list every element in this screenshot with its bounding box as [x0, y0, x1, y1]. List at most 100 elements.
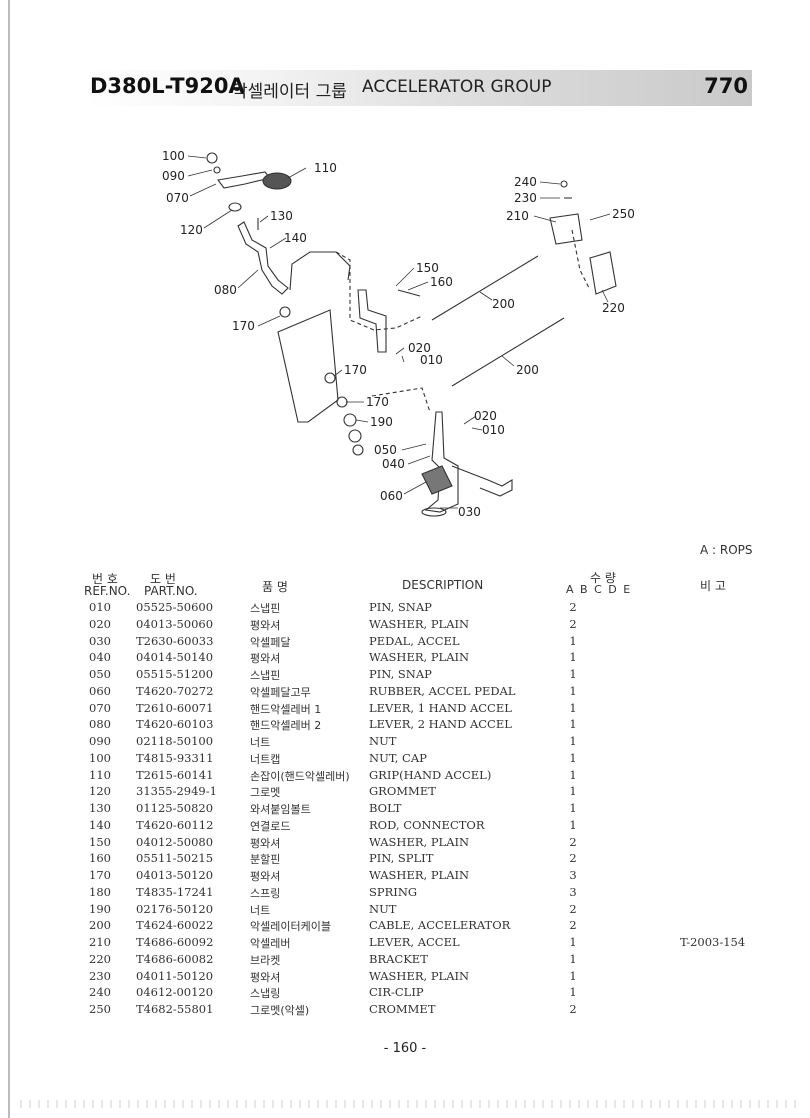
part-number: 04011-50120 — [136, 968, 214, 983]
group-page-code: 770 — [704, 74, 748, 98]
part-description: PEDAL, ACCEL — [369, 633, 460, 648]
part-description: PIN, SNAP — [369, 667, 432, 681]
part-number: 01125-50820 — [136, 801, 214, 815]
callout-label: 080 — [214, 283, 237, 297]
middle-bracket-part — [357, 289, 387, 353]
part-number: 04012-50080 — [136, 834, 214, 849]
part-name-korean: 평와셔 — [250, 652, 281, 666]
part-name-korean: 평와셔 — [250, 970, 281, 984]
nut-cap-part — [206, 152, 218, 164]
part-name-korean: 너트캡 — [250, 752, 281, 766]
callout-label: 090 — [162, 169, 185, 183]
group-title-korean: 악셀레이터 그룹 — [232, 82, 347, 102]
quantity: 3 — [569, 868, 577, 882]
quantity: 2 — [569, 834, 577, 849]
callout-label: 220 — [602, 301, 625, 315]
part-name-korean: 악셀레버 — [250, 937, 291, 950]
part-description: RUBBER, ACCEL PEDAL — [369, 683, 516, 698]
part-name-korean: 핸드악셀레버 1 — [250, 702, 322, 716]
callout-label: 020 — [408, 341, 431, 355]
part-number: T4624-60022 — [136, 918, 214, 933]
ref-number: 150 — [89, 834, 111, 849]
part-number: T2615-60141 — [136, 767, 214, 782]
part-description: PIN, SNAP — [369, 600, 432, 614]
washer-170c-part — [336, 396, 348, 408]
quantity: 2 — [569, 600, 577, 614]
part-name-korean: 평와셔 — [250, 836, 281, 850]
connector-rod-part — [289, 251, 351, 291]
washer-170b-part — [324, 372, 336, 384]
part-name-korean: 너트 — [250, 736, 271, 749]
ref-number: 080 — [89, 717, 111, 732]
pedal-rubber-part — [421, 465, 453, 495]
split-pin-part — [397, 289, 421, 297]
callout-label: 160 — [430, 275, 453, 289]
circlip-part — [560, 180, 568, 188]
callout-label: 040 — [382, 457, 405, 471]
table-row: 150 04012-50080 평와셔 WASHER, PLAIN 2 — [0, 835, 810, 852]
accel-lever-part — [549, 213, 583, 245]
part-description: WASHER, PLAIN — [369, 834, 470, 849]
accelerator-cable-lower-part — [451, 317, 565, 387]
part-name-korean: 악셀레이터케이블 — [250, 920, 331, 934]
part-description: ROD, CONNECTOR — [369, 817, 485, 832]
callout-label: 010 — [420, 353, 443, 367]
spring-part — [343, 413, 357, 427]
callout-label: 130 — [270, 209, 293, 223]
nut-190-part — [348, 429, 362, 443]
ref-number: 040 — [89, 650, 111, 665]
quantity: 2 — [569, 616, 577, 631]
part-name-korean: 평와셔 — [250, 870, 281, 883]
ref-number: 200 — [89, 918, 111, 933]
quantity: 2 — [569, 851, 577, 866]
callout-label: 150 — [416, 261, 439, 275]
part-description: BRACKET — [369, 951, 428, 966]
ref-number: 020 — [89, 616, 111, 631]
quantity: 1 — [569, 951, 577, 966]
quantity: 1 — [569, 633, 577, 648]
part-number: T4620-70272 — [136, 683, 214, 698]
name-header-korean: 품 명 — [262, 580, 288, 594]
pedal-base-part — [421, 507, 447, 517]
quantity: 1 — [569, 734, 577, 748]
part-name-korean: 스냅핀 — [250, 669, 281, 682]
callout-label: 050 — [374, 443, 397, 457]
rops-legend: A : ROPS — [700, 543, 753, 557]
scan-noise-band — [20, 1100, 800, 1108]
description-header: DESCRIPTION — [402, 578, 484, 592]
part-description: SPRING — [369, 884, 418, 899]
exploded-parts-diagram: 100 090 070 110 120 130 140 080 170 150 … — [162, 149, 635, 519]
part-number: T4815-93311 — [136, 750, 214, 765]
callout-label: 120 — [180, 223, 203, 237]
quantity: 1 — [569, 683, 577, 698]
hand-lever-1-part — [217, 171, 271, 189]
quantity: 1 — [569, 650, 577, 665]
ref-number: 090 — [89, 734, 111, 748]
part-description: PIN, SPLIT — [369, 851, 434, 866]
callout-label: 140 — [284, 231, 307, 245]
part-name-korean: 악셀페달 — [250, 635, 291, 649]
part-name-korean: 분할핀 — [250, 853, 281, 867]
header-band — [86, 70, 752, 106]
callout-label: 170 — [366, 395, 389, 409]
ref-number: 190 — [89, 901, 111, 916]
ref-number: 050 — [89, 667, 111, 681]
part-description: GRIP(HAND ACCEL) — [369, 767, 492, 782]
ref-number: 170 — [89, 868, 111, 882]
callout-label: 230 — [514, 191, 537, 205]
callout-label: 190 — [370, 415, 393, 429]
part-name-korean: 핸드악셀레버 2 — [250, 719, 322, 733]
part-description: LEVER, 2 HAND ACCEL — [369, 717, 512, 732]
